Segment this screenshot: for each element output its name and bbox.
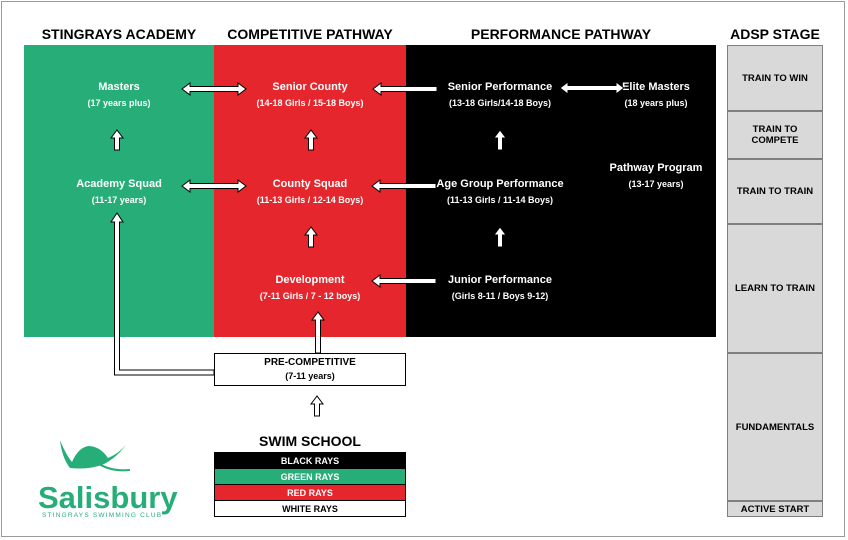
arrow-swim-school-to-pre bbox=[310, 395, 324, 417]
junior-performance-sub: (Girls 8-11 / Boys 9-12) bbox=[451, 291, 549, 301]
node-elite-masters: Elite Masters (18 years plus) bbox=[606, 80, 706, 109]
header-adsp: ADSP STAGE bbox=[730, 26, 820, 42]
arrow-senior-perf-to-senior-county bbox=[372, 82, 438, 96]
arrow-masters-senior-county bbox=[181, 82, 247, 96]
node-senior-county: Senior County (14-18 Girls / 15-18 Boys) bbox=[214, 80, 406, 109]
development-title: Development bbox=[275, 274, 345, 286]
junior-performance-title: Junior Performance bbox=[448, 274, 552, 286]
competitive-panel bbox=[214, 45, 406, 337]
arrow-junior-to-development bbox=[371, 274, 437, 288]
node-county-squad: County Squad (11-13 Girls / 12-14 Boys) bbox=[214, 177, 406, 206]
adsp-stage-train-to-win: TRAIN TO WIN bbox=[727, 45, 823, 111]
adsp-stage-train-to-train: TRAIN TO TRAIN bbox=[727, 159, 823, 224]
arrow-pre-to-academy-squad bbox=[110, 212, 215, 376]
senior-county-title: Senior County bbox=[272, 81, 348, 93]
development-sub: (7-11 Girls / 7 - 12 boys) bbox=[259, 291, 361, 301]
arrow-development-to-county bbox=[304, 226, 318, 248]
arrow-academy-squad-to-masters bbox=[110, 129, 124, 151]
arrow-age-group-to-county bbox=[371, 179, 437, 193]
pathway-program-title: Pathway Program bbox=[609, 162, 703, 174]
age-group-performance-title: Age Group Performance bbox=[436, 178, 564, 190]
senior-county-sub: (14-18 Girls / 15-18 Boys) bbox=[256, 98, 364, 108]
age-group-performance-sub: (11-13 Girls / 11-14 Boys) bbox=[446, 195, 554, 205]
arrow-county-to-senior-county bbox=[304, 129, 318, 151]
pathway-program-sub: (13-17 years) bbox=[628, 179, 684, 189]
header-performance: PERFORMANCE PATHWAY bbox=[470, 26, 652, 42]
arrow-academy-county bbox=[181, 179, 247, 193]
node-age-group-performance: Age Group Performance (11-13 Girls / 11-… bbox=[420, 177, 580, 206]
academy-squad-title: Academy Squad bbox=[76, 178, 162, 190]
node-junior-performance: Junior Performance (Girls 8-11 / Boys 9-… bbox=[420, 273, 580, 302]
node-pathway-program: Pathway Program (13-17 years) bbox=[600, 161, 712, 190]
masters-title: Masters bbox=[98, 81, 140, 93]
academy-squad-sub: (11-17 years) bbox=[91, 195, 147, 205]
performance-panel bbox=[406, 45, 716, 337]
header-academy: STINGRAYS ACADEMY bbox=[41, 26, 197, 42]
adsp-stage-learn-to-train: LEARN TO TRAIN bbox=[727, 224, 823, 353]
adsp-stage-train-to-compete: TRAIN TO COMPETE bbox=[727, 111, 823, 159]
pre-competitive-title: PRE-COMPETITIVE bbox=[264, 357, 356, 368]
senior-performance-sub: (13-18 Girls/14-18 Boys) bbox=[448, 98, 552, 108]
swim-school-title: SWIM SCHOOL bbox=[259, 433, 361, 449]
logo-name: Salisbury bbox=[38, 480, 178, 515]
node-academy-squad: Academy Squad (11-17 years) bbox=[24, 177, 214, 206]
node-development: Development (7-11 Girls / 7 - 12 boys) bbox=[214, 273, 406, 302]
pre-competitive-sub: (7-11 years) bbox=[285, 371, 335, 381]
senior-performance-title: Senior Performance bbox=[447, 81, 553, 93]
node-senior-performance: Senior Performance (13-18 Girls/14-18 Bo… bbox=[420, 80, 580, 109]
elite-masters-title: Elite Masters bbox=[622, 81, 690, 93]
elite-masters-sub: (18 years plus) bbox=[624, 98, 688, 108]
logo-tagline: STINGRAYS SWIMMING CLUB bbox=[42, 512, 162, 519]
adsp-stage-fundamentals: FUNDAMENTALS bbox=[727, 353, 823, 501]
county-squad-title: County Squad bbox=[272, 178, 348, 190]
node-pre-competitive: PRE-COMPETITIVE (7-11 years) bbox=[214, 353, 406, 386]
arrow-junior-to-age-group bbox=[493, 226, 507, 248]
node-masters: Masters (17 years plus) bbox=[24, 80, 214, 109]
masters-sub: (17 years plus) bbox=[87, 98, 151, 108]
county-squad-sub: (11-13 Girls / 12-14 Boys) bbox=[256, 195, 364, 205]
header-competitive: COMPETITIVE PATHWAY bbox=[227, 26, 393, 42]
adsp-stage-active-start: ACTIVE START bbox=[727, 501, 823, 517]
stingray-logo-icon bbox=[60, 440, 131, 472]
swim-level-white-rays: WHITE RAYS bbox=[214, 500, 406, 517]
arrow-age-group-to-senior-perf bbox=[493, 129, 507, 151]
arrow-pre-to-development bbox=[311, 311, 325, 354]
arrow-senior-perf-elite-masters bbox=[559, 81, 625, 95]
